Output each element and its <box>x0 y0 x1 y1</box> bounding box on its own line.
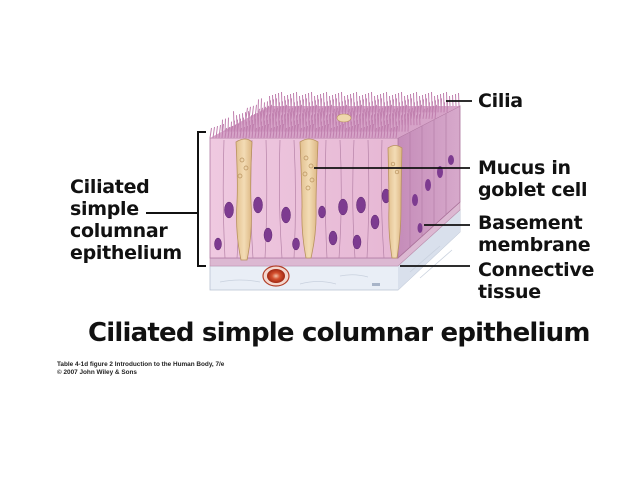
left-label-line2: simple <box>70 198 139 220</box>
cilia <box>209 91 460 139</box>
left-label-line3: columnar <box>70 220 168 242</box>
blood-vessel <box>262 265 290 287</box>
goblet-cells <box>235 138 403 261</box>
leader-lines <box>314 100 472 267</box>
left-label-line4: epithelium <box>70 242 182 264</box>
mucus-label-line2: goblet cell <box>478 179 588 201</box>
credit-line2: © 2007 John Wiley & Sons <box>57 369 137 376</box>
basement-label-line1: Basement <box>478 212 583 234</box>
connective-label-line2: tissue <box>478 281 541 303</box>
epithelium-bracket <box>146 131 206 267</box>
left-label-line1: Ciliated <box>70 176 150 198</box>
basement-label-line2: membrane <box>478 234 591 256</box>
cilia-label: Cilia <box>478 90 523 112</box>
credit-line1: Table 4-1d figure 2 Introduction to the … <box>57 361 225 368</box>
connective-label-line1: Connective <box>478 259 595 281</box>
diagram-title: Ciliated simple columnar epithelium <box>88 318 590 348</box>
mucus-label-line1: Mucus in <box>478 157 571 179</box>
